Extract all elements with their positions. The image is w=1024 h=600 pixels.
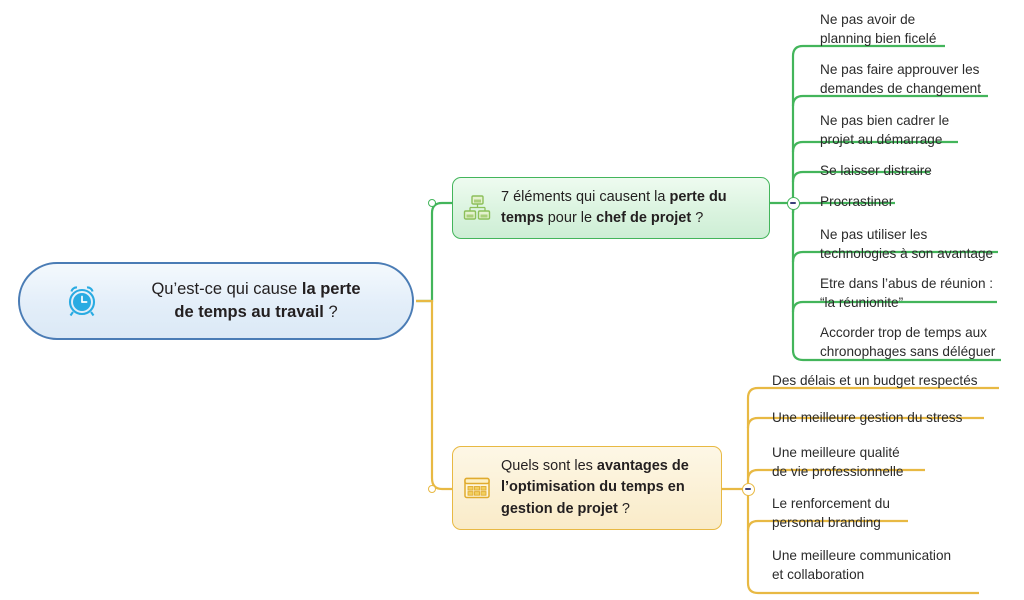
branch-green-bold-1: perte du temps — [501, 188, 727, 226]
leaf-green-4[interactable]: Procrastiner — [820, 194, 894, 209]
leaf-amber-0[interactable]: Des délais et un budget respectés — [772, 373, 978, 388]
collapse-button-green[interactable] — [786, 196, 800, 210]
node-marker-green[interactable] — [428, 199, 436, 207]
wire-central-to-green — [416, 201, 452, 303]
collapse-minus-bar-green — [790, 202, 796, 204]
branch-green-text: 7 éléments qui causent la perte du temps… — [491, 187, 757, 229]
leaf-amber-4[interactable]: Une meilleure communication et collabora… — [772, 548, 952, 583]
leaf-amber-1[interactable]: Une meilleure gestion du stress — [772, 410, 963, 425]
central-topic-text: Qu’est-ce qui cause la perte de temps au… — [100, 278, 394, 325]
org-chart-icon — [463, 195, 491, 220]
leaf-green-0[interactable]: Ne pas avoir de planning bien ficelé — [820, 12, 937, 47]
alarm-clock-icon — [68, 286, 96, 317]
branch-green-plain-1: 7 éléments qui causent la — [501, 188, 670, 205]
branch-green-bold-2: chef de projet — [596, 210, 692, 226]
calendar-table-icon — [464, 477, 490, 499]
leaf-green-1[interactable]: Ne pas faire approuver les demandes de c… — [820, 62, 981, 97]
branch-node-green[interactable]: 7 éléments qui causent la perte du temps… — [452, 177, 770, 239]
branch-amber-text: Quels sont les avantages de l’optimisati… — [491, 456, 709, 519]
collapse-button-amber[interactable] — [741, 482, 755, 496]
leaf-green-2[interactable]: Ne pas bien cadrer le projet au démarrag… — [820, 113, 950, 148]
central-line1-plain: Qu’est-ce qui cause — [151, 279, 302, 298]
central-line1-bold: la perte — [301, 279, 361, 298]
central-topic-node[interactable]: Qu’est-ce qui cause la perte de temps au… — [18, 262, 414, 340]
branch-amber-plain-1: Quels sont les — [501, 458, 597, 475]
leaf-green-3[interactable]: Se laisser distraire — [820, 163, 932, 178]
branch-amber-plain-2: ? — [617, 500, 630, 517]
leaf-green-7[interactable]: Accorder trop de temps aux chronophages … — [820, 325, 996, 360]
leaf-green-5[interactable]: Ne pas utiliser les technologies à son a… — [820, 227, 994, 262]
branch-green-plain-3: ? — [691, 210, 704, 226]
leaf-amber-2[interactable]: Une meilleure qualité de vie professionn… — [772, 445, 904, 480]
collapse-minus-bar-amber — [745, 488, 751, 490]
branch-amber-bold-1: avantages de l’optimisation du temps en … — [501, 458, 689, 517]
leaf-amber-3[interactable]: Le renforcement du personal branding — [772, 496, 890, 531]
central-line2-bold: de temps au travail — [174, 303, 324, 321]
central-line2-plain: ? — [323, 303, 338, 321]
branch-node-amber[interactable]: Quels sont les avantages de l’optimisati… — [452, 446, 722, 530]
leaf-green-6[interactable]: Etre dans l’abus de réunion : “la réunio… — [820, 276, 994, 311]
branch-green-plain-2: pour le — [543, 210, 597, 226]
wire-central-to-amber — [416, 299, 452, 491]
node-marker-amber[interactable] — [428, 485, 436, 493]
